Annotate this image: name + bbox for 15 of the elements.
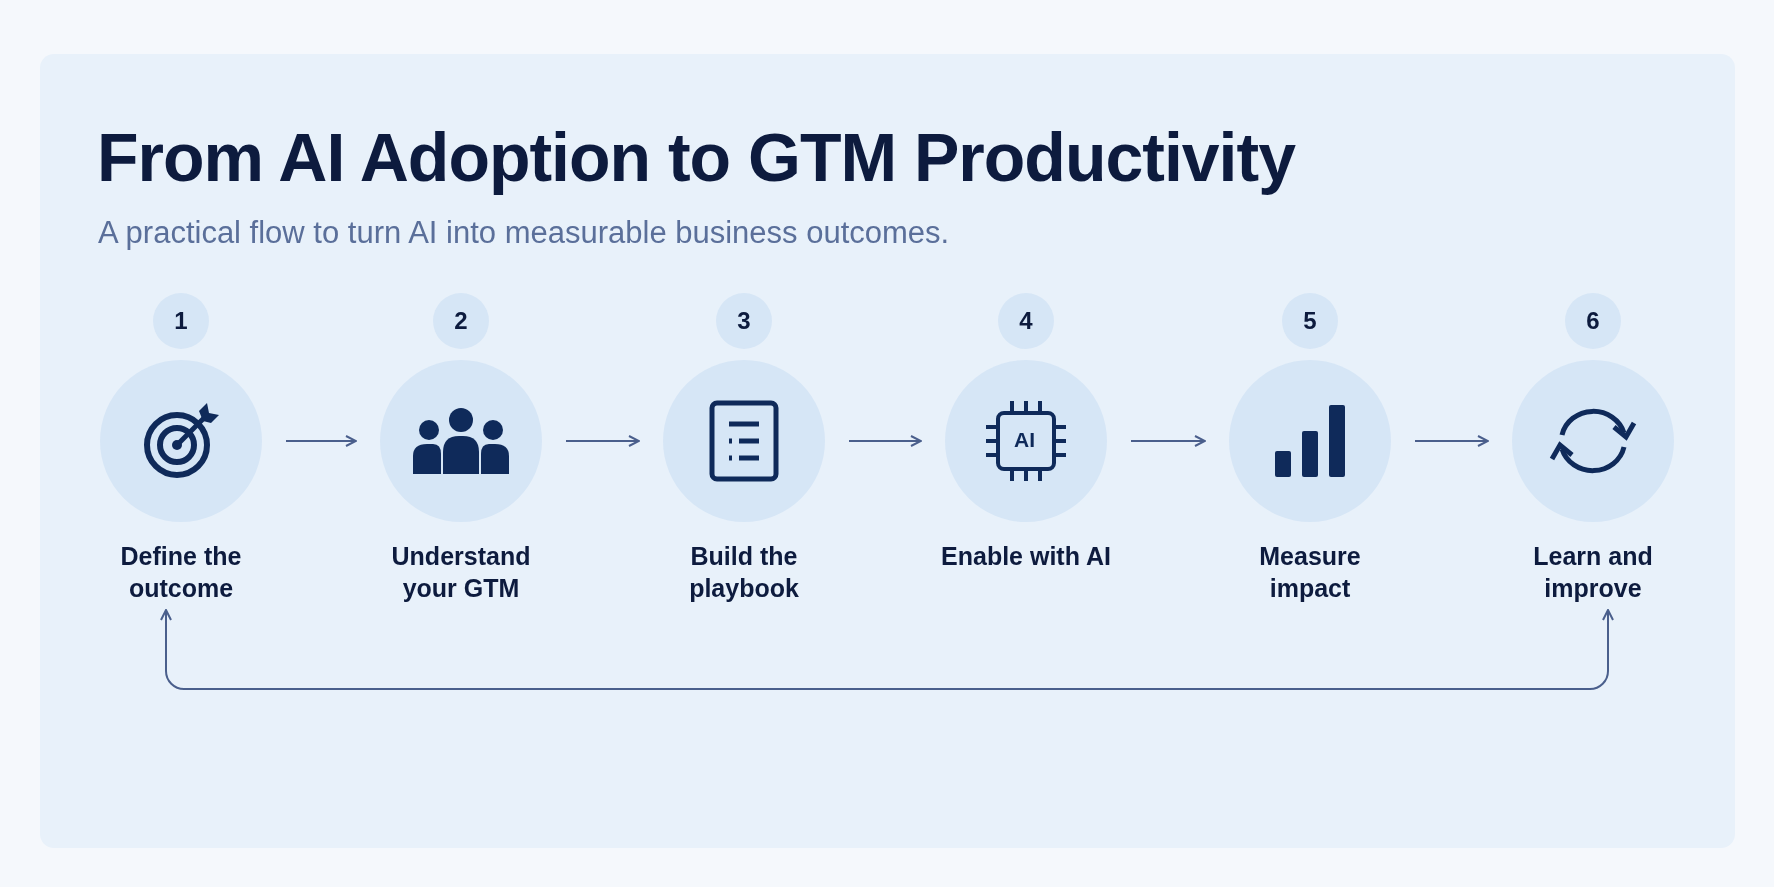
arrow — [565, 435, 640, 447]
step-label: Learn and improve — [1532, 541, 1654, 604]
arrow — [1130, 435, 1206, 447]
title: From AI Adoption to GTM Productivity — [97, 118, 1295, 196]
feedback-loop-arrow — [160, 609, 1614, 690]
arrow — [1414, 435, 1489, 447]
step-label: Enable with AI — [940, 541, 1112, 572]
chip-label: AI — [1014, 428, 1035, 452]
step-label: Define the outcome — [119, 541, 243, 604]
arrow — [285, 435, 357, 447]
step-label: Measure impact — [1258, 541, 1362, 604]
subtitle: A practical flow to turn AI into measurable business outcomes. — [98, 215, 950, 251]
arrow — [848, 435, 922, 447]
step-label: Understand your GTM — [390, 541, 532, 604]
step-label: Build the playbook — [688, 541, 800, 604]
